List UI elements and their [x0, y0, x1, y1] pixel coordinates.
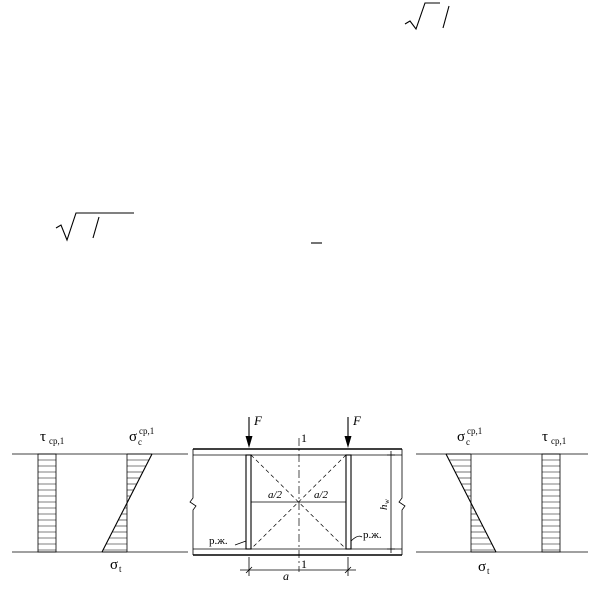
left-sigma-c-symbol: σ: [129, 429, 137, 445]
left-tau-hatching: [38, 459, 56, 551]
force-right-head: [344, 436, 352, 448]
force-left-head: [245, 436, 253, 448]
force-right-label: F: [352, 413, 362, 428]
left-tau-rect: [37, 453, 57, 553]
right-tau-rect: [541, 453, 561, 553]
half-panel-left-label: a/2: [268, 489, 283, 501]
stiffener-left-leader: [234, 540, 247, 546]
right-tau-hatching: [542, 459, 560, 551]
panel-width-tick-left: [245, 566, 253, 574]
force-arrow-right: [344, 417, 352, 448]
right-stiffener: [345, 454, 352, 550]
web-height-label: h: [378, 504, 390, 510]
left-break-mark: [189, 449, 197, 555]
top-radical-fragment: [404, 2, 450, 31]
right-tau-symbol: τ: [542, 429, 548, 445]
right-sigma-c-subscript: c: [466, 437, 470, 447]
stiffener-right-leader: [350, 535, 363, 542]
left-sigma-c-subscript: c: [138, 437, 142, 447]
right-sigma-t-symbol: σ: [478, 559, 486, 575]
panel-width-label: a: [283, 569, 289, 583]
left-tau-subscript: ср,1: [49, 436, 64, 446]
left-sigma-slope: [101, 453, 153, 553]
right-sigma-slope: [445, 453, 497, 553]
left-stiffener: [245, 454, 252, 550]
stiffener-left-label: р.ж.: [209, 535, 228, 547]
right-sigma-hatching: [449, 459, 495, 551]
radical-sign-middle: [55, 212, 134, 242]
radical-sign-top: [404, 2, 440, 31]
left-sigma-diagram: [101, 453, 153, 553]
right-sigma-diagram: [445, 453, 497, 553]
beam-panel: F F 1 1 a/2 a/2 h w р.ж. р.ж.: [189, 413, 406, 583]
half-panel-right-label: a/2: [314, 489, 329, 501]
left-sigma-c-superscript: ср,1: [139, 426, 154, 436]
middle-radical-fragment: [55, 212, 322, 244]
stiffener-right-label: р.ж.: [363, 529, 382, 541]
force-arrow-left: [245, 417, 253, 448]
division-slash-top: [442, 5, 450, 29]
section-label-top: 1: [301, 431, 307, 445]
left-sigma-t-symbol: σ: [110, 557, 118, 573]
left-tau-symbol: τ: [40, 429, 46, 445]
panel-width-dimension: a: [240, 557, 356, 583]
right-sigma-c-symbol: σ: [457, 429, 465, 445]
left-stress-diagrams: τ ср,1 σ c ср,1 σ t: [12, 426, 188, 574]
web-height-subscript: w: [383, 499, 391, 504]
division-slash-middle: [92, 216, 100, 239]
right-tau-subscript: ср,1: [551, 436, 566, 446]
right-break-mark: [398, 449, 406, 555]
section-label-bottom: 1: [301, 557, 307, 571]
force-left-label: F: [253, 413, 263, 428]
right-sigma-t-subscript: t: [487, 566, 490, 576]
left-sigma-t-subscript: t: [119, 564, 122, 574]
left-tau-diagram: [37, 453, 57, 553]
panel-width-tick-right: [344, 566, 352, 574]
web-height-dimension: h w: [378, 451, 395, 553]
left-sigma-hatching: [103, 459, 149, 551]
right-sigma-c-superscript: ср,1: [467, 426, 482, 436]
right-stress-diagrams: σ c ср,1 τ ср,1 σ t: [416, 426, 588, 576]
right-tau-diagram: [541, 453, 561, 553]
